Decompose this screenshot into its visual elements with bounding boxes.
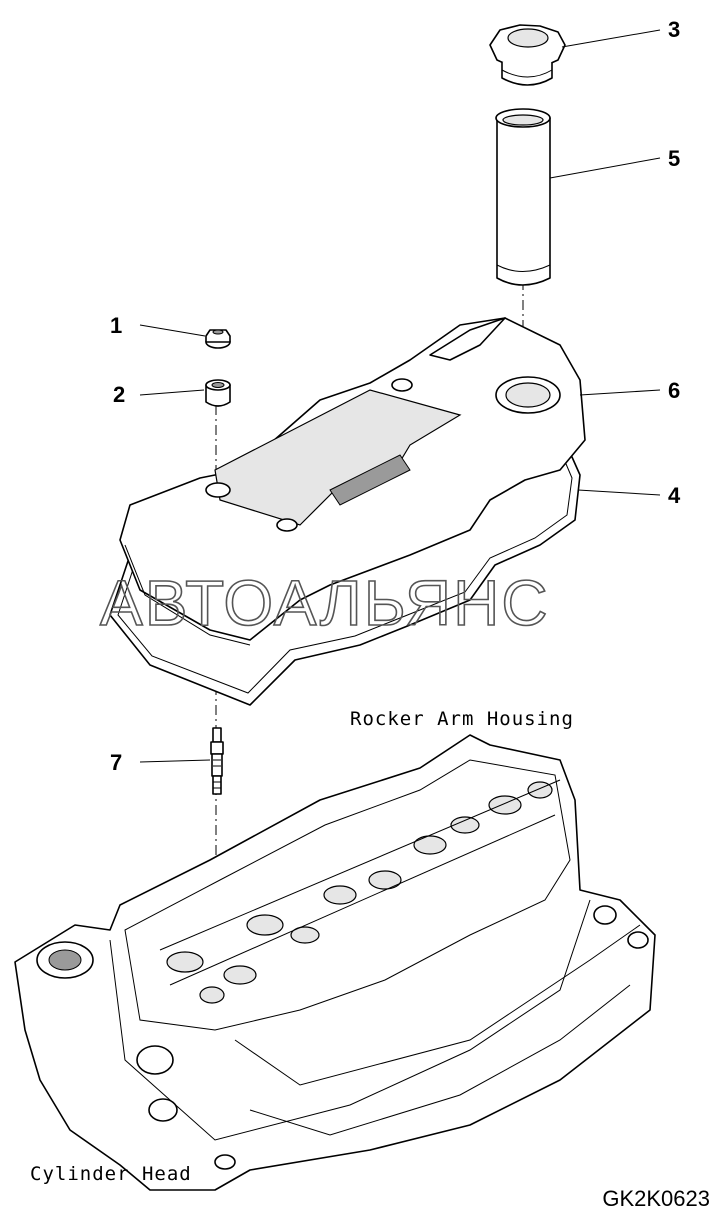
cylinder-head (14, 734, 656, 1191)
drawing-code: GK2K0623 (602, 1186, 710, 1211)
callout-4: 4 (668, 483, 681, 508)
leader-2 (139, 389, 205, 396)
filler-tube (495, 108, 551, 286)
cover-nut (205, 329, 231, 349)
rocker-arm-housing-label: Rocker Arm Housing (350, 708, 574, 730)
rocker-cover (119, 317, 586, 646)
grommet (205, 379, 231, 407)
callout-5: 5 (668, 146, 680, 171)
leader-3 (561, 29, 661, 48)
callout-2: 2 (113, 382, 125, 407)
leader-5 (549, 157, 661, 179)
callout-7: 7 (110, 750, 122, 775)
filler-cap (489, 24, 566, 86)
callout-3: 3 (668, 17, 680, 42)
leader-6 (579, 389, 661, 396)
rocker-arms (159, 779, 561, 1004)
watermark: АВТОАЛЬЯНС (100, 567, 550, 639)
callout-6: 6 (668, 378, 680, 403)
leader-7 (139, 759, 211, 763)
leader-1 (139, 324, 206, 337)
stud (210, 727, 224, 795)
callout-1: 1 (110, 313, 122, 338)
cylinder-head-label: Cylinder Head (30, 1163, 192, 1185)
leader-4 (577, 489, 661, 496)
